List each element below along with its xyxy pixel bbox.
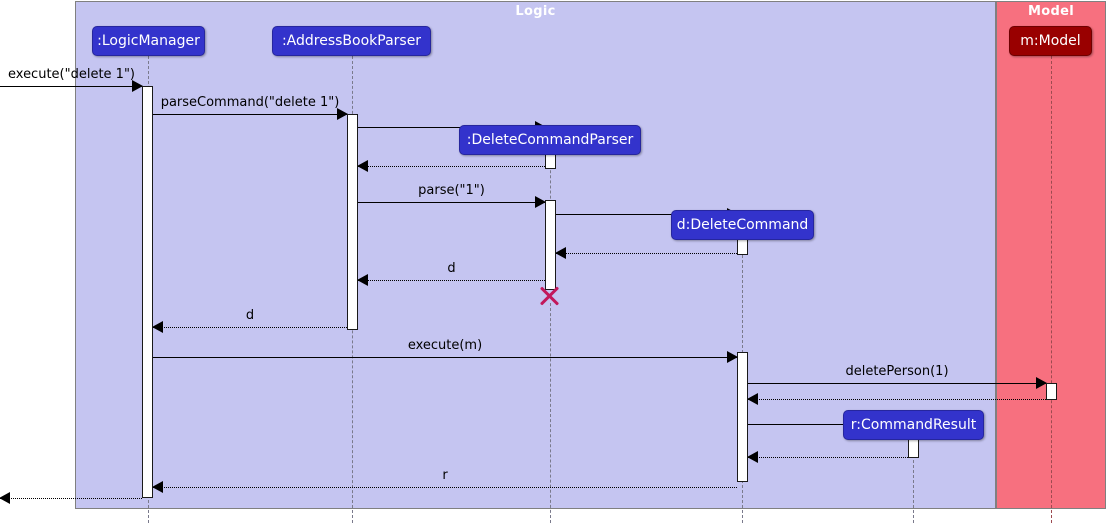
message-line [748, 383, 1046, 384]
arrowhead-right [535, 196, 546, 208]
arrowhead-right [1036, 377, 1047, 389]
destroy-marker-deletecommandparser [538, 284, 562, 308]
arrowhead-left [0, 492, 10, 504]
participant-label: :LogicManager [97, 33, 200, 49]
participant-label: m:Model [1020, 33, 1081, 49]
message-label: deletePerson(1) [845, 364, 949, 379]
message-line [358, 166, 545, 167]
partition-title-logic: Logic [515, 4, 556, 19]
message-line [748, 424, 908, 425]
activation-bar-addressbookparser [347, 114, 358, 330]
participant-logicmanager[interactable]: :LogicManager [92, 26, 205, 56]
participant-commandresult[interactable]: r:CommandResult [843, 410, 984, 440]
participant-label: r:CommandResult [850, 417, 977, 433]
arrowhead-right [132, 80, 143, 92]
arrowhead-left [555, 247, 566, 259]
activation-bar-commandresult [908, 437, 919, 458]
arrowhead-left [747, 451, 758, 463]
message-label: execute("delete 1") [8, 67, 136, 82]
participant-deletecommandparser[interactable]: :DeleteCommandParser [459, 125, 641, 155]
arrowhead-left [357, 160, 368, 172]
activation-bar-deletecommand [737, 352, 748, 482]
message-line [748, 399, 1046, 400]
message-label: d [447, 261, 456, 276]
message-label: d [245, 308, 255, 323]
arrowhead-left [747, 393, 758, 405]
message-line [748, 457, 908, 458]
activation-bar-model [1046, 383, 1057, 400]
arrowhead-right [337, 108, 348, 120]
participant-deletecommand[interactable]: d:DeleteCommand [671, 210, 814, 240]
message-line [153, 327, 347, 328]
message-line [153, 487, 737, 488]
participant-label: d:DeleteCommand [676, 217, 809, 233]
message-line [556, 253, 737, 254]
arrowhead-left [357, 274, 368, 286]
participant-addressbookparser[interactable]: :AddressBookParser [272, 26, 431, 56]
participant-label: :DeleteCommandParser [466, 132, 634, 148]
message-line [358, 202, 545, 203]
message-label: execute(m) [407, 338, 483, 353]
partition-title-model: Model [1028, 4, 1074, 19]
participant-label: :AddressBookParser [281, 33, 422, 49]
lifeline-commandresult [913, 440, 914, 523]
message-line [153, 357, 737, 358]
activation-bar-logicmanager [142, 86, 153, 498]
message-line [153, 114, 347, 115]
arrowhead-left [152, 481, 163, 493]
message-label: r [442, 468, 448, 483]
message-line [556, 214, 737, 215]
message-label: parseCommand("delete 1") [160, 95, 340, 110]
message-line [358, 127, 545, 128]
message-line [0, 498, 142, 499]
arrowhead-left [152, 321, 163, 333]
arrowhead-right [727, 351, 738, 363]
message-line [358, 280, 545, 281]
participant-model[interactable]: m:Model [1009, 26, 1092, 56]
message-label: parse("1") [418, 183, 485, 198]
activation-bar-deletecommandparser [545, 200, 556, 290]
message-line [0, 86, 142, 87]
lifeline-model [1051, 56, 1052, 523]
lifeline-deletecommandparser-tail [550, 303, 551, 523]
